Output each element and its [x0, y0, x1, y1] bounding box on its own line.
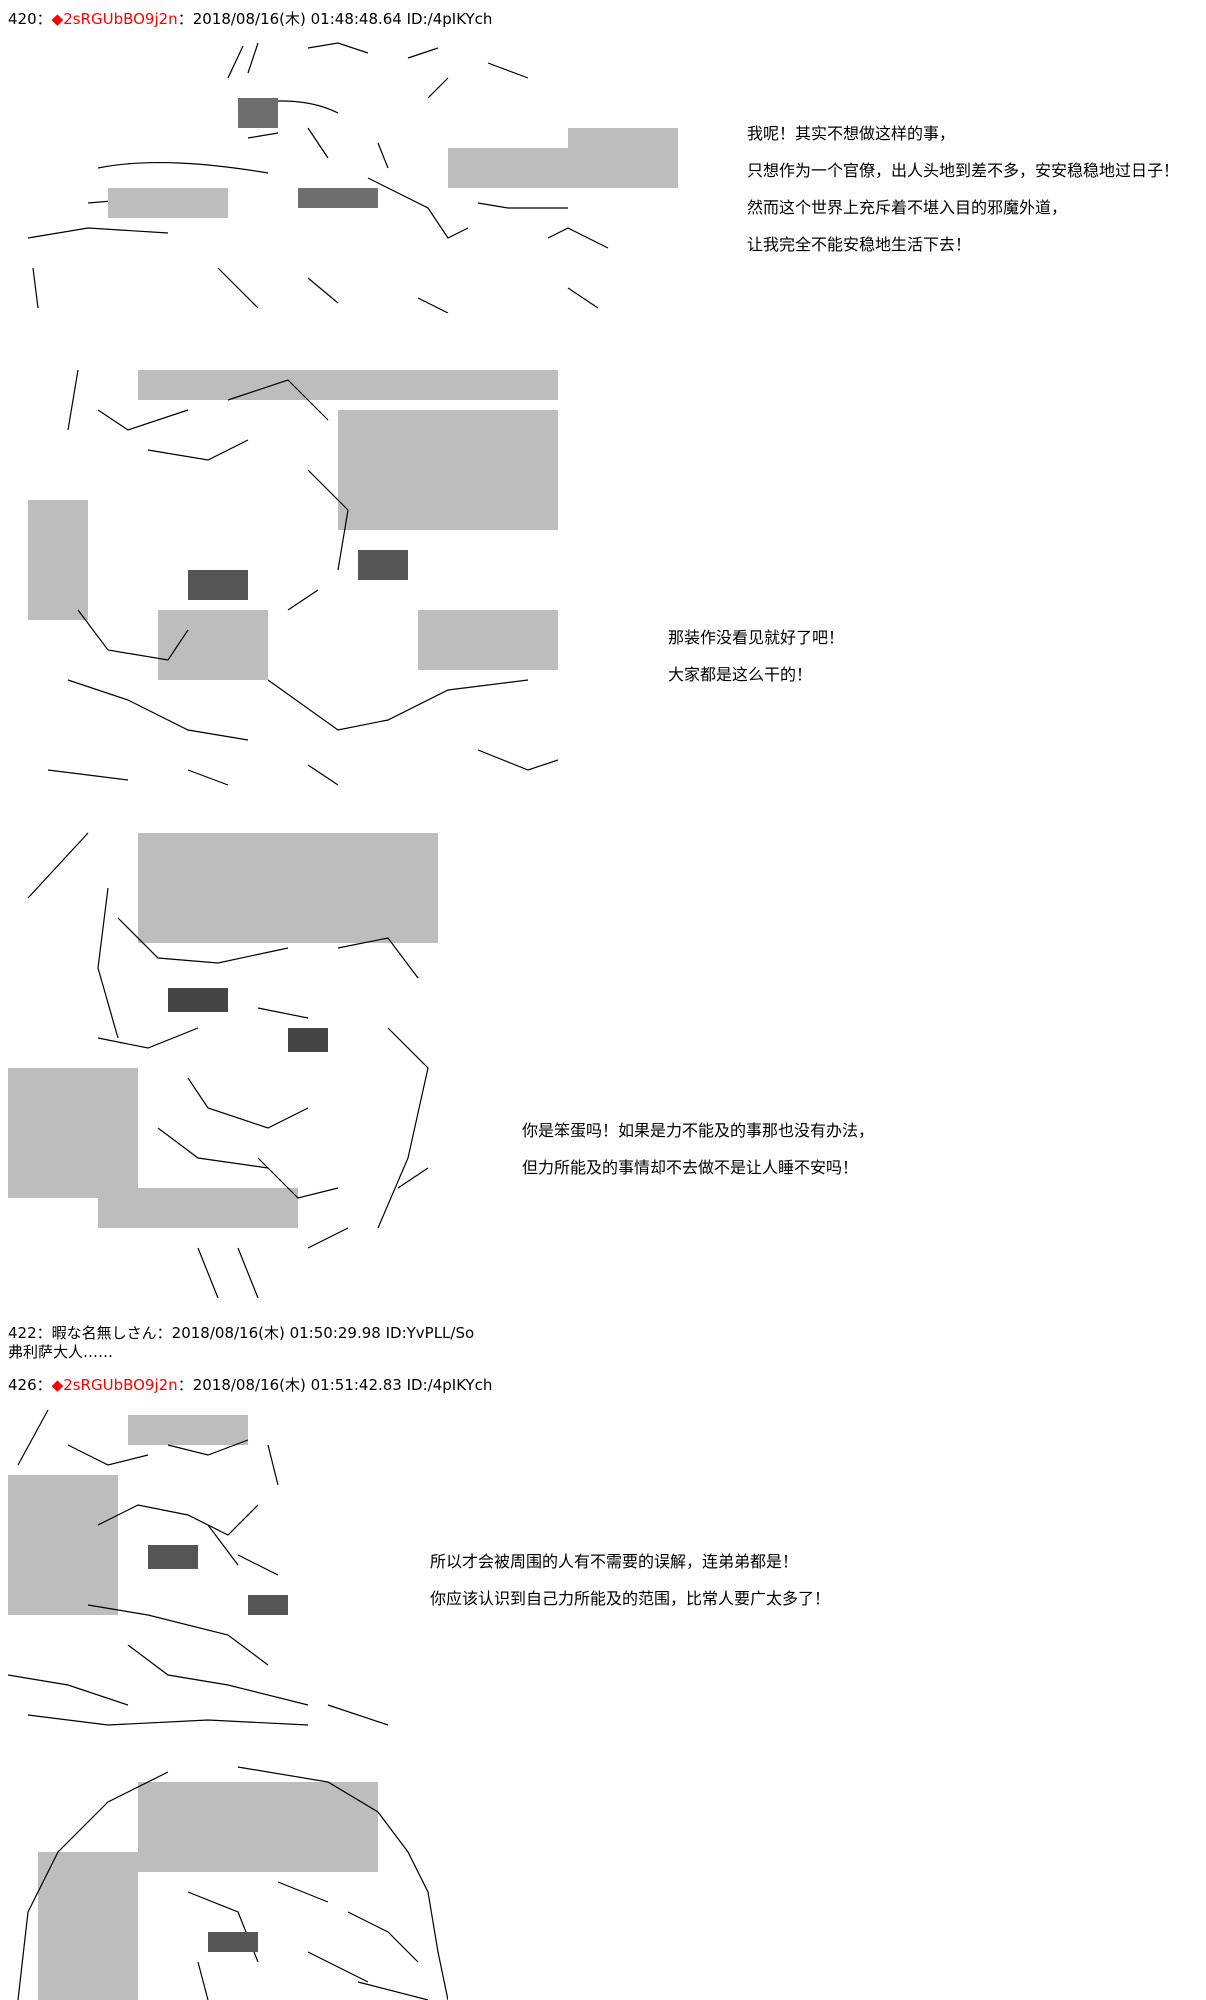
post-datetime-id: ：2018/08/16(木) 01:50:29.98 ID:YvPLL/So	[156, 1324, 475, 1342]
ascii-art-drawing	[17, 1766, 448, 2000]
post-separator: ：	[36, 10, 52, 28]
ascii-art-scene-4	[8, 1405, 408, 1730]
dialogue-line: 你是笨蛋吗！如果是力不能及的事那也没有办法，	[522, 1121, 875, 1140]
dialogue-line: 所以才会被周围的人有不需要的误解，连弟弟都是！	[430, 1552, 799, 1571]
post-number: 422	[8, 1324, 37, 1342]
post-header-422: 422：暇な名無しさん：2018/08/16(木) 01:50:29.98 ID…	[8, 1324, 474, 1342]
dialogue-line: 我呢！其实不想做这样的事，	[747, 124, 956, 143]
dialogue-line: 只想作为一个官僚，出人头地到差不多，安安稳稳地过日子！	[747, 161, 1180, 180]
dialogue-line: 然而这个世界上充斥着不堪入目的邪魔外道，	[747, 198, 1068, 217]
dialogue-line: 你应该认识到自己力所能及的范围，比常人要广太多了！	[430, 1589, 831, 1608]
ascii-art-drawing	[28, 369, 559, 786]
dialogue-line: 但力所能及的事情却不去做不是让人睡不安吗！	[522, 1158, 859, 1177]
post-body-422: 弗利萨大人……	[8, 1343, 114, 1361]
post-separator: ：	[36, 1376, 52, 1394]
dialogue-group-420-3: 你是笨蛋吗！如果是力不能及的事那也没有办法， 但力所能及的事情却不去做不是让人睡…	[522, 1121, 874, 1195]
poster-name: 暇な名無しさん	[51, 1324, 157, 1342]
post-number: 426	[8, 1376, 37, 1394]
post-datetime-id: ：2018/08/16(木) 01:48:48.64 ID:/4pIKYch	[177, 10, 493, 28]
dialogue-line: 那装作没看见就好了吧！	[668, 628, 845, 647]
dialogue-line: 大家都是这么干的！	[668, 665, 813, 684]
dialogue-line: 让我完全不能安稳地生活下去！	[747, 235, 972, 254]
poster-trip[interactable]: ◆2sRGUbBO9j2n	[51, 1376, 178, 1394]
poster-trip[interactable]: ◆2sRGUbBO9j2n	[51, 10, 178, 28]
ascii-art-scene-2	[8, 350, 568, 790]
ascii-art-drawing	[27, 42, 678, 313]
post-separator: ：	[36, 1324, 52, 1342]
ascii-art-scene-5	[8, 1762, 448, 2000]
dialogue-group-420-1: 我呢！其实不想做这样的事， 只想作为一个官僚，出人头地到差不多，安安稳稳地过日子…	[747, 124, 1179, 272]
ascii-art-drawing	[8, 832, 438, 1298]
post-header-426: 426：◆2sRGUbBO9j2n：2018/08/16(木) 01:51:42…	[8, 1376, 492, 1394]
post-datetime-id: ：2018/08/16(木) 01:51:42.83 ID:/4pIKYch	[177, 1376, 493, 1394]
ascii-art-scene-1	[8, 38, 688, 313]
ascii-art-drawing	[8, 1409, 389, 1726]
ascii-art-scene-3	[8, 828, 458, 1298]
dialogue-group-426-1: 所以才会被周围的人有不需要的误解，连弟弟都是！ 你应该认识到自己力所能及的范围，…	[430, 1552, 830, 1626]
dialogue-group-420-2: 那装作没看见就好了吧！ 大家都是这么干的！	[668, 628, 844, 702]
post-header-420: 420：◆2sRGUbBO9j2n：2018/08/16(木) 01:48:48…	[8, 10, 492, 28]
post-number: 420	[8, 10, 37, 28]
